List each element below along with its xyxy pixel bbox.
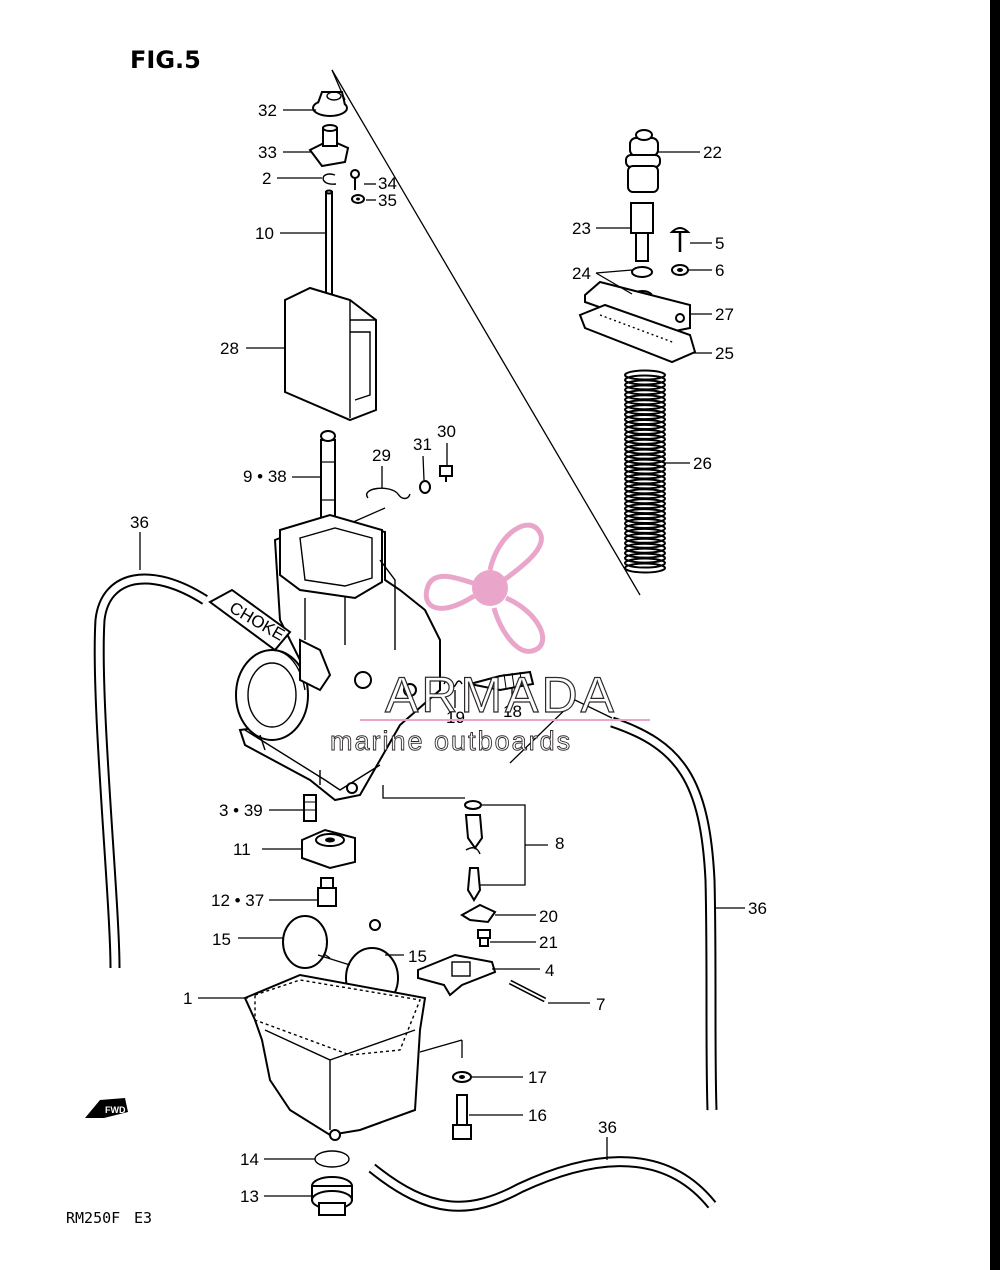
label-15-right: 15 (408, 947, 427, 966)
part-14-o-ring (314, 1150, 350, 1168)
label-30: 30 (437, 422, 456, 441)
part-36-hose-left (93, 573, 208, 969)
part-17-washer (452, 1071, 472, 1083)
part-23-adjuster (630, 202, 654, 262)
label-2: 2 (262, 169, 271, 188)
label-16: 16 (528, 1106, 547, 1125)
label-32: 32 (258, 101, 277, 120)
part-21-screw (477, 929, 491, 947)
label-24: 24 (572, 264, 591, 283)
part-29-clip (365, 487, 411, 500)
label-20: 20 (539, 907, 558, 926)
part-36-hose-right (610, 716, 718, 1111)
part-33-holder (308, 124, 350, 168)
propeller-logo-icon (423, 522, 546, 654)
figure-title: FIG.5 (130, 46, 201, 74)
label-7: 7 (596, 995, 605, 1014)
part-5-screw (669, 227, 691, 252)
part-13-drain-plug (311, 1176, 353, 1216)
part-31-washer (419, 480, 431, 494)
part-19-spring (443, 680, 463, 688)
part-11-jet-holder (301, 828, 356, 870)
label-12-37: 12 • 37 (211, 891, 264, 910)
spring-coil (624, 562, 666, 574)
label-19: 19 (446, 708, 465, 727)
label-31: 31 (413, 435, 432, 454)
label-15-left: 15 (212, 930, 231, 949)
label-36-left: 36 (130, 513, 149, 532)
label-17: 17 (528, 1068, 547, 1087)
part-35-washer (351, 194, 365, 204)
spring-coil (624, 557, 666, 569)
part-18-air-screw (469, 670, 535, 692)
label-22: 22 (703, 143, 722, 162)
label-9-38: 9 • 38 (243, 467, 287, 486)
label-11: 11 (233, 840, 251, 859)
part-4-float-arm (417, 953, 497, 997)
label-35: 35 (378, 191, 397, 210)
part-28-throttle-valve (284, 286, 377, 422)
label-25: 25 (715, 344, 734, 363)
armada-watermark: ARMADA marine outboards (330, 522, 650, 756)
label-8: 8 (555, 834, 564, 853)
part-12-pilot-jet (317, 877, 337, 907)
part-36-hose-bottom (368, 1156, 717, 1212)
part-8-needle-valve-set (464, 800, 548, 902)
part-labels: 32 33 2 34 35 10 28 9 • 38 29 31 30 36 2… (130, 101, 767, 1206)
watermark-brand: ARMADA (385, 667, 617, 723)
label-36-right: 36 (748, 899, 767, 918)
part-16-bolt (452, 1094, 472, 1140)
label-29: 29 (372, 446, 391, 465)
model-code: RM250F (66, 1209, 120, 1227)
part-20-clip (460, 903, 497, 924)
leader-lines (139, 109, 745, 1197)
label-34: 34 (378, 174, 397, 193)
float-pin-stub (369, 919, 381, 931)
part-7-pin (508, 979, 547, 1003)
label-26: 26 (693, 454, 712, 473)
part-2-clip (322, 173, 337, 185)
part-25-gasket (578, 303, 697, 364)
label-4: 4 (545, 961, 554, 980)
part-9-jet-needle (320, 430, 336, 529)
label-1: 1 (183, 989, 192, 1008)
part-34-screw (350, 169, 360, 190)
label-27: 27 (715, 305, 734, 324)
carburetor-body (208, 513, 441, 802)
label-6: 6 (715, 261, 724, 280)
label-3-39: 3 • 39 (219, 801, 263, 820)
part-30-screw (439, 465, 453, 482)
watermark-tagline: marine outboards (330, 726, 572, 756)
part-26-spring (624, 369, 666, 574)
label-13: 13 (240, 1187, 259, 1206)
label-33: 33 (258, 143, 277, 162)
fwd-arrow-icon (85, 1098, 128, 1118)
region-code: E3 (134, 1209, 152, 1227)
part-3-main-jet (303, 794, 317, 822)
fwd-label: FWD (105, 1105, 126, 1115)
part-6-washer (671, 264, 689, 276)
label-36-bottom: 36 (598, 1118, 617, 1137)
page-border-right (990, 0, 1000, 1270)
part-1-float-bowl (243, 973, 427, 1141)
part-15-float-left (282, 915, 328, 969)
part-27-plate (584, 280, 691, 334)
part-22-cap (625, 129, 661, 193)
label-21: 21 (539, 933, 558, 952)
label-28: 28 (220, 339, 239, 358)
label-14: 14 (240, 1150, 259, 1169)
part-32-cap (312, 91, 348, 117)
label-23: 23 (572, 219, 591, 238)
label-5: 5 (715, 234, 724, 253)
label-18: 18 (503, 702, 522, 721)
label-10: 10 (255, 224, 274, 243)
